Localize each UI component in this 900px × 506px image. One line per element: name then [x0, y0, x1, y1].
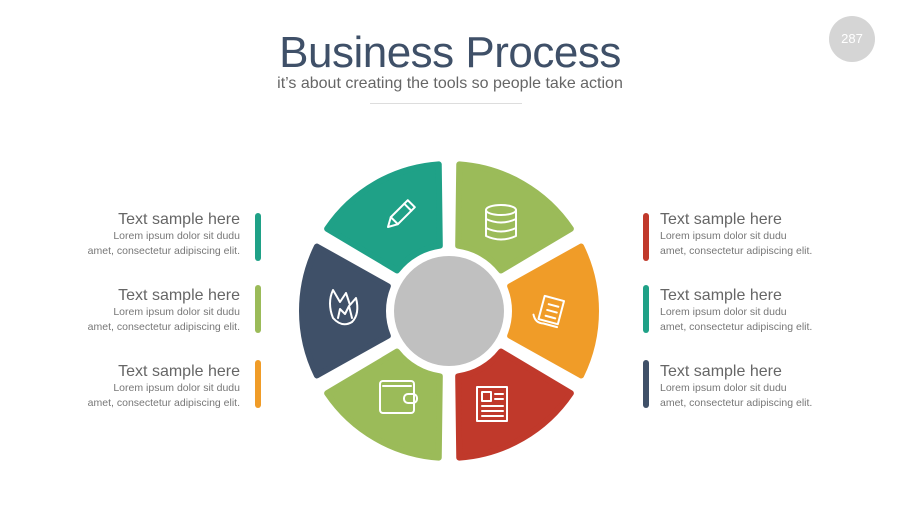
newspaper-icon	[476, 386, 508, 422]
accent-bar	[643, 360, 649, 408]
page-subtitle: it’s about creating the tools so people …	[277, 75, 623, 92]
text-body: Lorem ipsum dolor sit dudu	[660, 382, 787, 394]
center-circle	[394, 256, 504, 366]
text-heading: Text sample here	[660, 211, 782, 228]
segment-wallet	[324, 348, 443, 461]
text-body: amet, consectetur adipiscing elit.	[660, 245, 813, 257]
text-body: Lorem ipsum dolor sit dudu	[660, 230, 787, 242]
accent-bar	[255, 285, 261, 333]
fire-icon	[329, 289, 359, 326]
text-body: Lorem ipsum dolor sit dudu	[113, 230, 240, 242]
text-body: amet, consectetur adipiscing elit.	[660, 321, 813, 333]
accent-bar	[255, 360, 261, 408]
text-heading: Text sample here	[118, 363, 240, 380]
text-block-left-2: Text sample here Lorem ipsum dolor sit d…	[0, 287, 240, 335]
text-block-left-3: Text sample here Lorem ipsum dolor sit d…	[0, 363, 240, 411]
text-block-right-1: Text sample here Lorem ipsum dolor sit d…	[660, 211, 900, 259]
segment-database	[455, 161, 574, 274]
text-body: amet, consectetur adipiscing elit.	[87, 397, 240, 409]
wallet-icon	[379, 380, 418, 414]
document-list-icon	[532, 294, 566, 329]
pencil-icon	[386, 199, 416, 229]
text-heading: Text sample here	[118, 287, 240, 304]
title-divider	[370, 103, 522, 104]
accent-bar	[643, 285, 649, 333]
text-body: amet, consectetur adipiscing elit.	[87, 245, 240, 257]
text-block-right-2: Text sample here Lorem ipsum dolor sit d…	[660, 287, 900, 335]
database-icon	[485, 204, 517, 241]
text-heading: Text sample here	[660, 363, 782, 380]
text-body: amet, consectetur adipiscing elit.	[660, 397, 813, 409]
text-body: amet, consectetur adipiscing elit.	[87, 321, 240, 333]
text-heading: Text sample here	[660, 287, 782, 304]
segment-pencil	[324, 161, 443, 274]
text-body: Lorem ipsum dolor sit dudu	[113, 382, 240, 394]
segment-fire	[299, 243, 391, 379]
text-heading: Text sample here	[118, 211, 240, 228]
text-body: Lorem ipsum dolor sit dudu	[660, 306, 787, 318]
text-block-right-3: Text sample here Lorem ipsum dolor sit d…	[660, 363, 900, 411]
accent-bar	[643, 213, 649, 261]
accent-bar	[255, 213, 261, 261]
text-block-left-1: Text sample here Lorem ipsum dolor sit d…	[0, 211, 240, 259]
text-body: Lorem ipsum dolor sit dudu	[113, 306, 240, 318]
page-title: Business Process	[279, 28, 621, 77]
segment-newspaper	[455, 348, 574, 461]
page-number-badge: 287	[829, 16, 875, 62]
